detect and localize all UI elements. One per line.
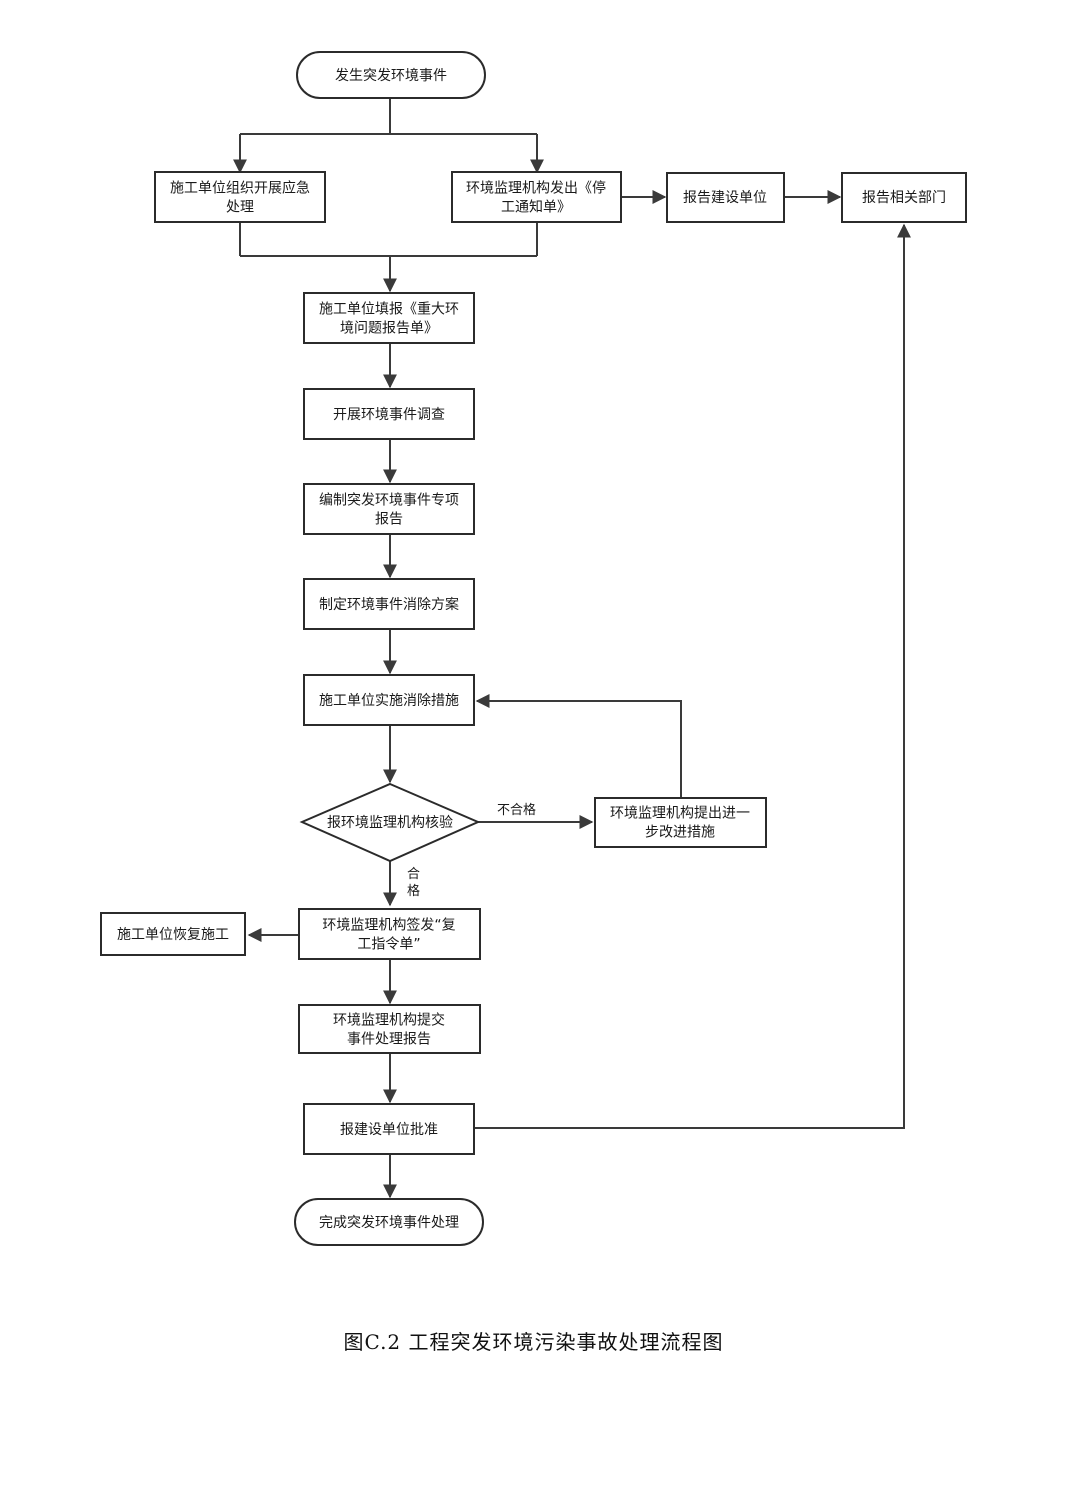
node-end — [294, 1198, 484, 1246]
node-resume-work — [100, 912, 246, 956]
node-verify — [299, 782, 481, 863]
resume-order-line-1: 环境监理机构签发“复 — [322, 917, 455, 934]
node-compile-report — [303, 483, 475, 535]
node-implement — [303, 674, 475, 726]
report-owner-line-1: 报告建设单位 — [683, 190, 767, 206]
node-end-label: 完成突发环境事件处理 — [319, 1215, 459, 1231]
resume-order-line-2: 工指令单” — [357, 937, 420, 953]
verify-line-1: 报环境监理机构核验 — [327, 815, 453, 831]
submit-report-line-2: 事件处理报告 — [347, 1032, 431, 1048]
node-start-label: 发生突发环境事件 — [335, 68, 447, 84]
node-implement-label: 施工单位实施消除措施 — [319, 693, 459, 709]
contractor-emergency-line-1: 施工单位组织开展应急 — [170, 180, 310, 197]
contractor-emergency-line-2: 处理 — [226, 200, 254, 216]
node-supervisor-stop — [451, 171, 622, 223]
node-report-owner-label: 报告建设单位 — [683, 190, 767, 206]
node-contractor-emergency-label: 施工单位组织开展应急处理 — [170, 180, 310, 216]
node-fill-report — [303, 292, 475, 344]
node-report-owner — [666, 172, 785, 223]
fill-report-line-2: 境问题报告单》 — [340, 321, 438, 337]
supervisor-stop-line-1: 环境监理机构发出《停 — [466, 180, 606, 197]
report-departments-line-1: 报告相关部门 — [862, 190, 946, 206]
submit-report-line-1: 环境监理机构提交 — [333, 1012, 445, 1029]
start-line-1: 发生突发环境事件 — [335, 68, 447, 84]
node-verify-label: 报环境监理机构核验 — [327, 815, 453, 831]
edge-approval-to-departments — [475, 223, 911, 1129]
node-submit-report-label: 环境监理机构提交事件处理报告 — [333, 1012, 445, 1048]
improve-line-2: 步改进措施 — [645, 825, 715, 841]
node-formulate-plan — [303, 578, 475, 630]
node-resume-order — [298, 908, 481, 960]
nodes: 发生突发环境事件 施工单位组织开展应急处理 环境监理机构发出《停工通知单》 报告… — [100, 51, 967, 1246]
node-compile-report-label: 编制突发环境事件专项报告 — [319, 493, 459, 528]
node-report-departments — [841, 172, 967, 223]
node-submit-report — [298, 1004, 481, 1054]
node-formulate-plan-label: 制定环境事件消除方案 — [319, 596, 459, 613]
node-supervisor-stop-label: 环境监理机构发出《停工通知单》 — [466, 180, 606, 216]
node-approval-label: 报建设单位批准 — [340, 1122, 438, 1138]
node-resume-order-label: 环境监理机构签发“复工指令单” — [322, 917, 455, 953]
resume-work-line-1: 施工单位恢复施工 — [117, 926, 229, 943]
node-contractor-emergency — [154, 171, 326, 223]
flowchart-canvas: 发生突发环境事件 施工单位组织开展应急处理 环境监理机构发出《停工通知单》 报告… — [100, 51, 967, 1246]
formulate-plan-line-1: 制定环境事件消除方案 — [319, 596, 459, 613]
edge-label-fail: 不合格 — [497, 802, 536, 818]
node-investigate-label: 开展环境事件调查 — [333, 407, 445, 423]
figure-caption: 图C.2 工程突发环境污染事故处理流程图 — [343, 1330, 724, 1354]
improve-line-1: 环境监理机构提出进一 — [610, 806, 750, 822]
node-fill-report-label: 施工单位填报《重大环境问题报告单》 — [319, 302, 459, 337]
investigate-line-1: 开展环境事件调查 — [333, 407, 445, 423]
node-improve-label: 环境监理机构提出进一步改进措施 — [610, 806, 750, 841]
edge-label-pass-1: 合 — [407, 867, 420, 882]
implement-line-1: 施工单位实施消除措施 — [319, 693, 459, 709]
node-report-departments-label: 报告相关部门 — [862, 190, 946, 206]
compile-report-line-2: 报告 — [375, 512, 403, 528]
fill-report-line-1: 施工单位填报《重大环 — [319, 302, 459, 318]
end-line-1: 完成突发环境事件处理 — [319, 1215, 459, 1231]
node-investigate — [303, 388, 475, 440]
approval-line-1: 报建设单位批准 — [340, 1122, 438, 1138]
node-resume-work-label: 施工单位恢复施工 — [117, 926, 229, 943]
compile-report-line-1: 编制突发环境事件专项 — [319, 493, 459, 509]
edge-improve-loop — [475, 694, 682, 798]
node-improve — [594, 797, 767, 848]
edges — [233, 98, 911, 1199]
supervisor-stop-line-2: 工通知单》 — [501, 199, 571, 216]
node-start — [296, 51, 486, 99]
edge-label-pass-2: 格 — [407, 883, 420, 899]
node-approval — [303, 1103, 475, 1155]
